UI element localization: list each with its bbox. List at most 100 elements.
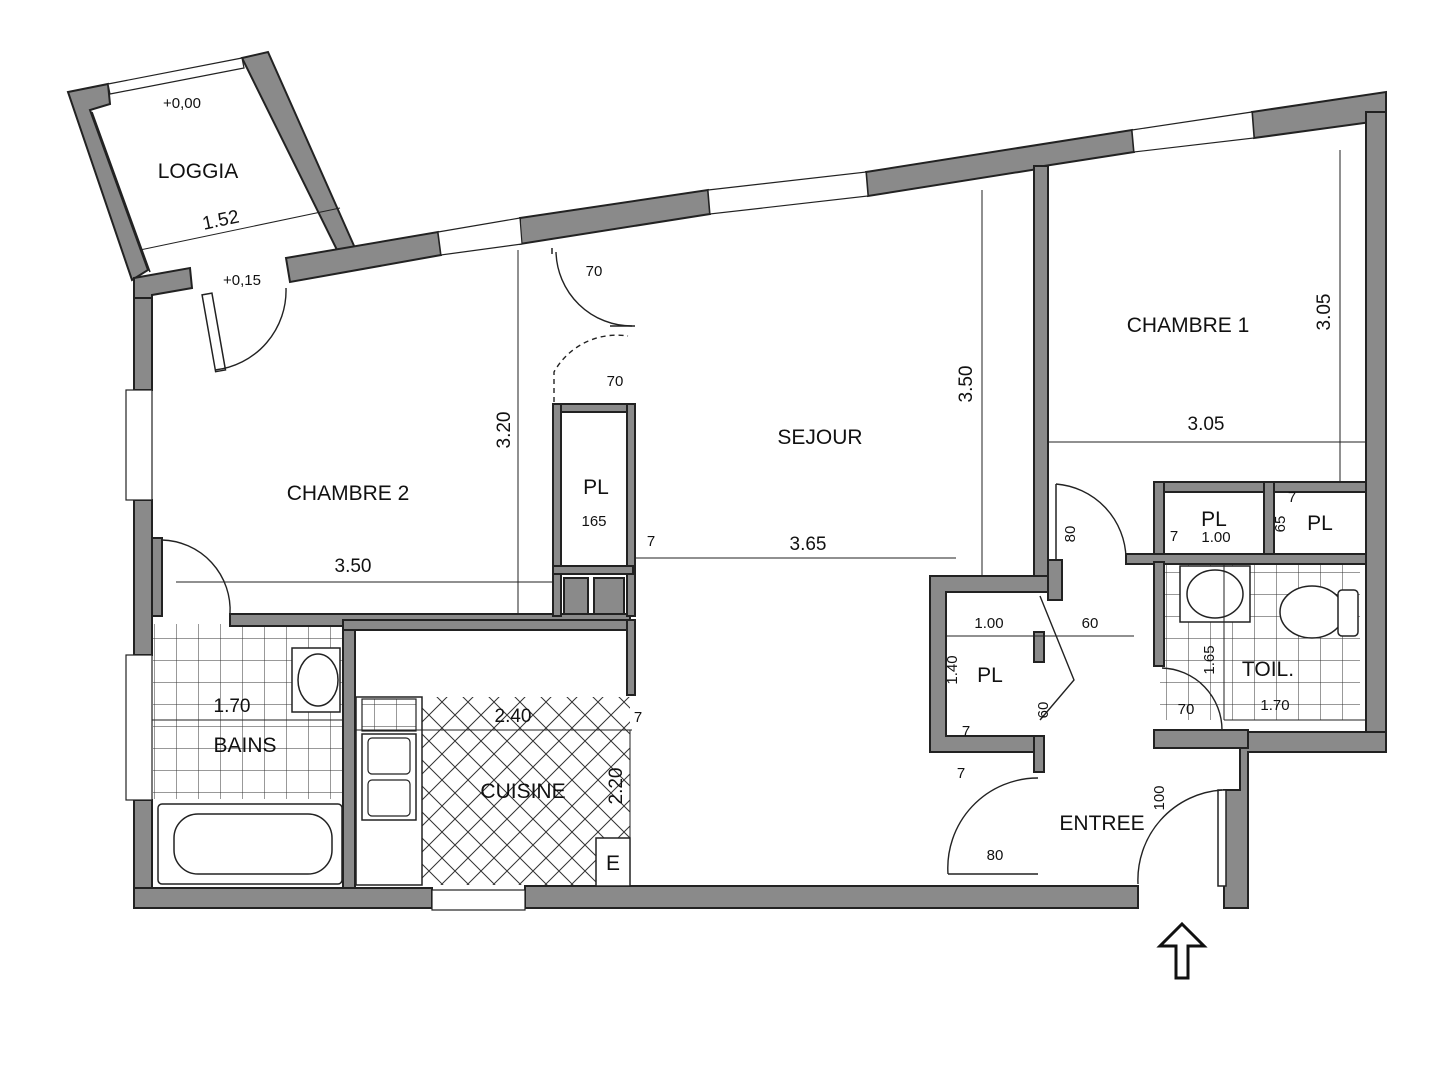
dim-sejour-depth: 3.50	[956, 366, 977, 403]
dim-door-pl-entree-b: 60	[1035, 702, 1052, 719]
level-loggia: +0,00	[163, 95, 201, 112]
room-label-bains: BAINS	[213, 734, 276, 757]
wall-toilet-left	[1153, 561, 1165, 667]
level-door: +0,15	[223, 272, 261, 289]
storage-label-pl-chambre1-a: PL	[1201, 508, 1227, 531]
dim-wall-7-sejour: 7	[647, 533, 655, 550]
door-pl-chambre2-dashed	[553, 334, 629, 402]
toilet-sink-basin	[1186, 569, 1244, 619]
dim-sejour-width: 3.65	[790, 534, 827, 555]
dim-wall-7-cuisine: 7	[634, 709, 642, 726]
door-toilet-swing	[1161, 667, 1223, 731]
top-wall-3	[519, 188, 712, 246]
room-label-chambre2: CHAMBRE 2	[287, 482, 410, 505]
room-label-toilet: TOIL.	[1242, 658, 1294, 681]
window-cuisine-bottom	[431, 889, 526, 911]
dim-door-chambre1: 80	[1062, 526, 1079, 543]
dim-wall-7-c: 7	[1170, 528, 1178, 545]
dim-bains-width: 1.70	[214, 696, 251, 717]
storage-label-electric: E	[606, 852, 620, 875]
window-chambre1-top	[1131, 111, 1255, 153]
dim-pl-chambre1-small: 65	[1272, 516, 1289, 533]
wall-pl-chambre2	[552, 403, 634, 413]
toilet-bowl	[1279, 585, 1345, 639]
bathroom-sink-basin	[297, 653, 339, 707]
wall-toilet-bottom	[1153, 729, 1249, 749]
dim-pl-entree-depth: 1.40	[944, 655, 961, 684]
door-chambre2-swing	[161, 539, 231, 615]
door-entree-inner-swing	[947, 777, 1039, 875]
dim-toilet-depth: 1.65	[1201, 645, 1218, 674]
window-bains-left	[125, 654, 153, 801]
window-loggia-top	[107, 57, 245, 95]
wall-chambre1-bottom	[1047, 559, 1063, 601]
room-label-cuisine: CUISINE	[480, 780, 565, 803]
top-wall-2	[284, 230, 443, 284]
dim-chambre2-width: 3.50	[335, 556, 372, 577]
door-pl-entree-swing	[1039, 595, 1075, 721]
wall-pl-chambre1-top	[1153, 481, 1367, 493]
door-loggia-swing	[214, 287, 287, 371]
door-loggia-leaf	[201, 292, 227, 373]
dim-cuisine-width: 2.40	[495, 706, 532, 727]
wall-pl-entree-door-a	[1033, 631, 1045, 663]
dim-pl-entree-width: 1.00	[974, 615, 1003, 632]
storage-label-pl-chambre1-b: PL	[1307, 512, 1333, 535]
bottom-wall-2	[524, 885, 1139, 909]
wall-pl-chambre2-left	[552, 403, 562, 617]
left-wall-1	[133, 297, 153, 391]
wall-pl-chambre1-left	[1153, 481, 1165, 563]
room-label-sejour: SEJOUR	[777, 426, 862, 449]
toilet-tank	[1337, 589, 1359, 637]
loggia-dim-line	[139, 207, 341, 251]
storage-label-pl-chambre2: PL	[583, 476, 609, 499]
dim-chambre2-depth: 3.20	[494, 412, 515, 449]
dim-wall-7-a: 7	[962, 723, 970, 740]
door-entree-main-swing	[1137, 789, 1223, 885]
loggia-wall-left	[66, 82, 150, 282]
dim-wall-7-b: 7	[957, 765, 965, 782]
left-wall-2	[133, 499, 153, 656]
wall-cuisine-top	[342, 619, 631, 631]
loggia-balustrade	[91, 111, 151, 273]
window-sejour-top	[707, 171, 869, 215]
room-label-chambre1: CHAMBRE 1	[1127, 314, 1250, 337]
dim-door-entree-main: 100	[1151, 785, 1168, 810]
door-chambre1-swing	[1055, 483, 1127, 559]
dim-door-pl: 70	[607, 373, 624, 390]
wall-pl-entree-door-b	[1033, 735, 1045, 773]
room-label-loggia: LOGGIA	[158, 160, 239, 183]
dim-chambre1-width: 3.05	[1188, 414, 1225, 435]
kitchen-sink-bowl-2	[367, 779, 411, 817]
right-wall	[1365, 111, 1387, 753]
dim-chambre1-depth: 3.05	[1314, 294, 1335, 331]
storage-label-pl-entree: PL	[977, 664, 1003, 687]
dim-cuisine-depth: 2.20	[606, 768, 627, 805]
door-entree-main-leaf	[1217, 789, 1227, 887]
bathtub-inner	[173, 813, 333, 875]
duct-2	[593, 577, 625, 615]
wall-pl-chambre2-right	[626, 403, 636, 617]
right-bottom-wall	[1223, 731, 1387, 909]
dim-pl-chambre2-width: 165	[581, 513, 606, 530]
dim-toilet-width: 1.70	[1260, 697, 1289, 714]
door-sejour-top-swing	[555, 251, 633, 327]
wall-bains-cuisine	[342, 619, 356, 889]
kitchen-drainboard	[361, 698, 417, 732]
kitchen-sink-bowl-1	[367, 737, 411, 775]
entrance-arrow-icon	[1156, 921, 1208, 980]
dim-door-pl-entree: 60	[1082, 615, 1099, 632]
top-wall-4	[864, 128, 1136, 198]
bottom-wall-1	[133, 887, 433, 909]
wall-pl-chambre2-mid	[552, 565, 634, 575]
duct-1	[563, 577, 589, 615]
dim-door-top-sejour: 70	[586, 263, 603, 280]
window-chambre2-top	[437, 217, 523, 256]
wall-pl-chambre1-bottom	[1125, 553, 1367, 565]
dim-wall-7-d: 7	[1288, 489, 1296, 506]
wall-cuisine-right	[626, 619, 636, 696]
wall-pl-entree	[929, 575, 1049, 753]
dim-door-toilet: 70	[1178, 701, 1195, 718]
window-chambre2-left	[125, 389, 153, 501]
